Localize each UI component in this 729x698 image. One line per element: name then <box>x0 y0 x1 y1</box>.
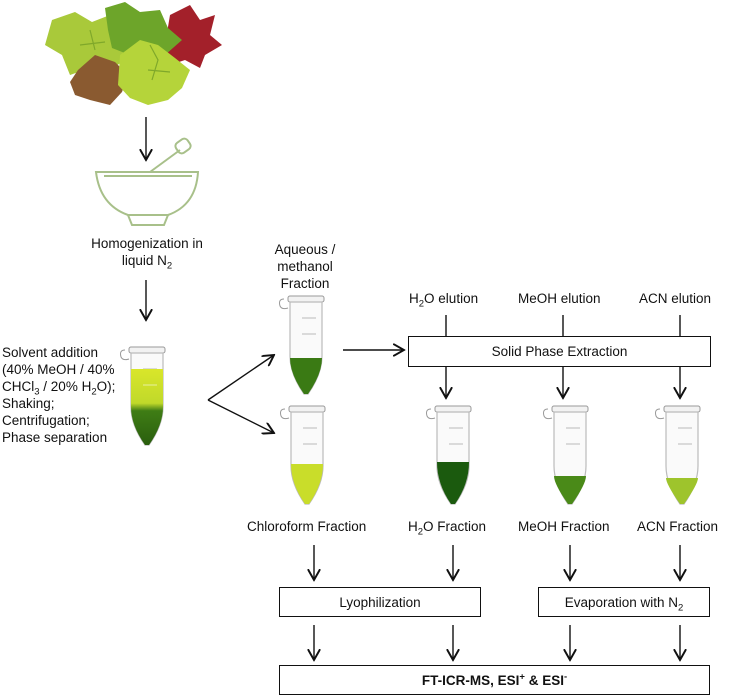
flow-arrows <box>146 117 680 660</box>
ft-icr-ms-box: FT-ICR-MS, ESI+ & ESI- <box>279 665 710 695</box>
meoh-fraction-tube <box>542 405 589 505</box>
acn-fraction-tube <box>654 405 701 505</box>
mixed-extract-tube <box>119 346 166 446</box>
acn-elution-label: ACN elution <box>639 291 712 306</box>
homogenization-label: Homogenization in liquid N2 <box>91 236 203 272</box>
chloroform-tube <box>279 405 326 505</box>
evaporation-label: Evaporation with N2 <box>564 594 684 614</box>
solid-phase-extraction-box: Solid Phase Extraction <box>408 336 711 367</box>
meoh-elution-label: MeOH elution <box>518 291 601 306</box>
solvent-addition-label: Solvent addition (40% MeOH / 40% CHCl3 /… <box>2 345 116 445</box>
lyophilization-box: Lyophilization <box>279 587 481 617</box>
acn-fraction-label: ACN Fraction <box>637 519 719 534</box>
spe-label: Solid Phase Extraction <box>491 344 628 359</box>
aqueous-fraction-label: Aqueous / methanol Fraction <box>274 242 336 291</box>
h2o-fraction-tube <box>425 405 472 505</box>
aqueous-methanol-tube <box>278 295 325 395</box>
ft-icr-ms-label: FT-ICR-MS, ESI+ & ESI- <box>421 671 568 688</box>
h2o-fraction-label: H2O Fraction <box>408 519 487 538</box>
mortar-pestle-image <box>94 137 200 226</box>
chloroform-fraction-label: Chloroform Fraction <box>247 519 367 534</box>
meoh-fraction-label: MeOH Fraction <box>518 519 610 534</box>
grape-leaves-image <box>45 2 222 105</box>
lyophilization-label: Lyophilization <box>339 594 421 610</box>
h2o-elution-label: H2O elution <box>409 291 479 310</box>
evaporation-box: Evaporation with N2 <box>538 587 710 617</box>
